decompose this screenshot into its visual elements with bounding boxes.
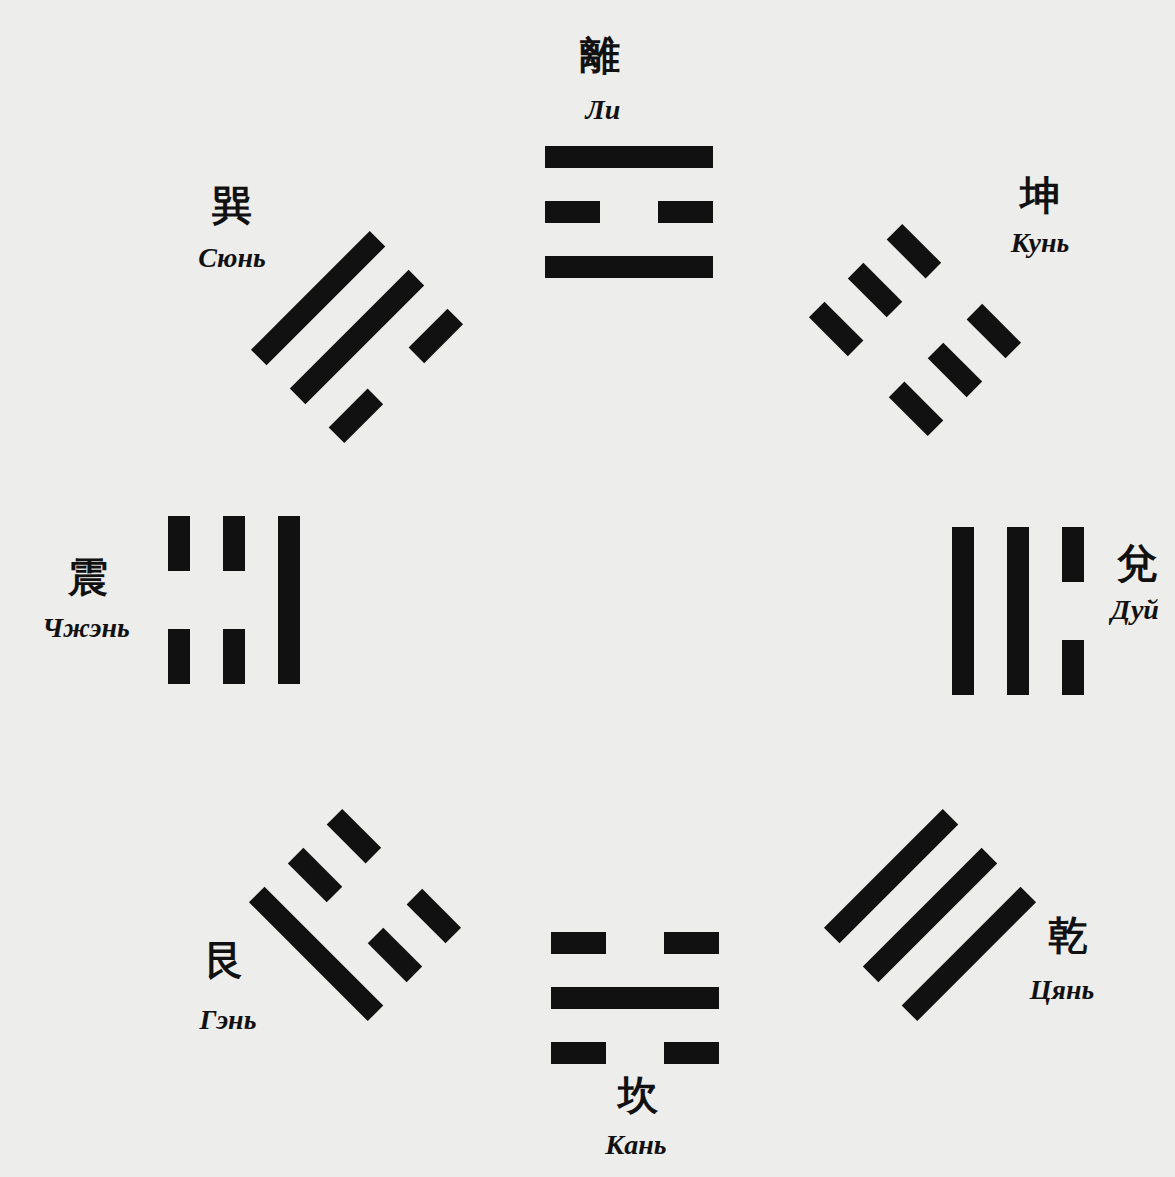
yin-line	[223, 516, 245, 571]
trigram-kun	[809, 224, 1021, 436]
trigram-dui	[952, 527, 1084, 695]
yin-line	[329, 389, 383, 443]
trigram-character: 坎	[618, 1073, 658, 1117]
yin-line	[409, 309, 463, 363]
trigram-character: 震	[68, 555, 108, 599]
trigram-gen	[249, 809, 461, 1021]
yin-line	[551, 932, 606, 954]
trigram-name: Дуй	[1111, 595, 1159, 626]
yin-line	[928, 343, 982, 397]
yang-line	[290, 270, 424, 404]
trigram-name: Кань	[605, 1130, 666, 1161]
yin-line	[848, 263, 902, 317]
yang-line	[249, 887, 383, 1021]
trigram-name: Кунь	[1011, 228, 1070, 259]
trigram-character: 巽	[212, 183, 252, 227]
yin-line	[1062, 640, 1084, 695]
trigram-name: Ли	[586, 95, 621, 126]
trigram-character: 坤	[1020, 173, 1060, 217]
yin-line	[889, 382, 943, 436]
yin-line	[168, 629, 190, 684]
trigram-kan	[551, 932, 719, 1064]
yin-line	[967, 304, 1021, 358]
yin-line	[368, 928, 422, 982]
yang-line	[863, 848, 997, 982]
yang-line	[545, 146, 713, 168]
trigram-character: 兌	[1117, 541, 1157, 585]
trigram-li	[545, 146, 713, 278]
yin-line	[407, 889, 461, 943]
trigram-character: 離	[580, 33, 620, 77]
yin-line	[809, 302, 863, 356]
yang-line	[952, 527, 974, 695]
yin-line	[168, 516, 190, 571]
yin-line	[551, 1042, 606, 1064]
trigram-name: Сюнь	[198, 243, 265, 274]
yin-line	[664, 1042, 719, 1064]
yin-line	[887, 224, 941, 278]
trigram-character: 艮	[205, 938, 245, 982]
yin-line	[327, 809, 381, 863]
yang-line	[1007, 527, 1029, 695]
yang-line	[251, 231, 385, 365]
trigram-xun	[251, 231, 463, 443]
yin-line	[664, 932, 719, 954]
yin-line	[1062, 527, 1084, 582]
trigram-zhen	[168, 516, 300, 684]
yin-line	[288, 848, 342, 902]
yang-line	[545, 256, 713, 278]
yang-line	[551, 987, 719, 1009]
trigram-character: 乾	[1048, 913, 1088, 957]
trigram-qian	[824, 809, 1036, 1021]
yin-line	[545, 201, 600, 223]
yin-line	[223, 629, 245, 684]
yang-line	[824, 809, 958, 943]
yin-line	[658, 201, 713, 223]
trigram-name: Цянь	[1030, 975, 1095, 1006]
trigram-name: Гэнь	[200, 1005, 257, 1036]
yang-line	[902, 887, 1036, 1021]
trigram-name: Чжэнь	[42, 613, 130, 644]
yang-line	[278, 516, 300, 684]
